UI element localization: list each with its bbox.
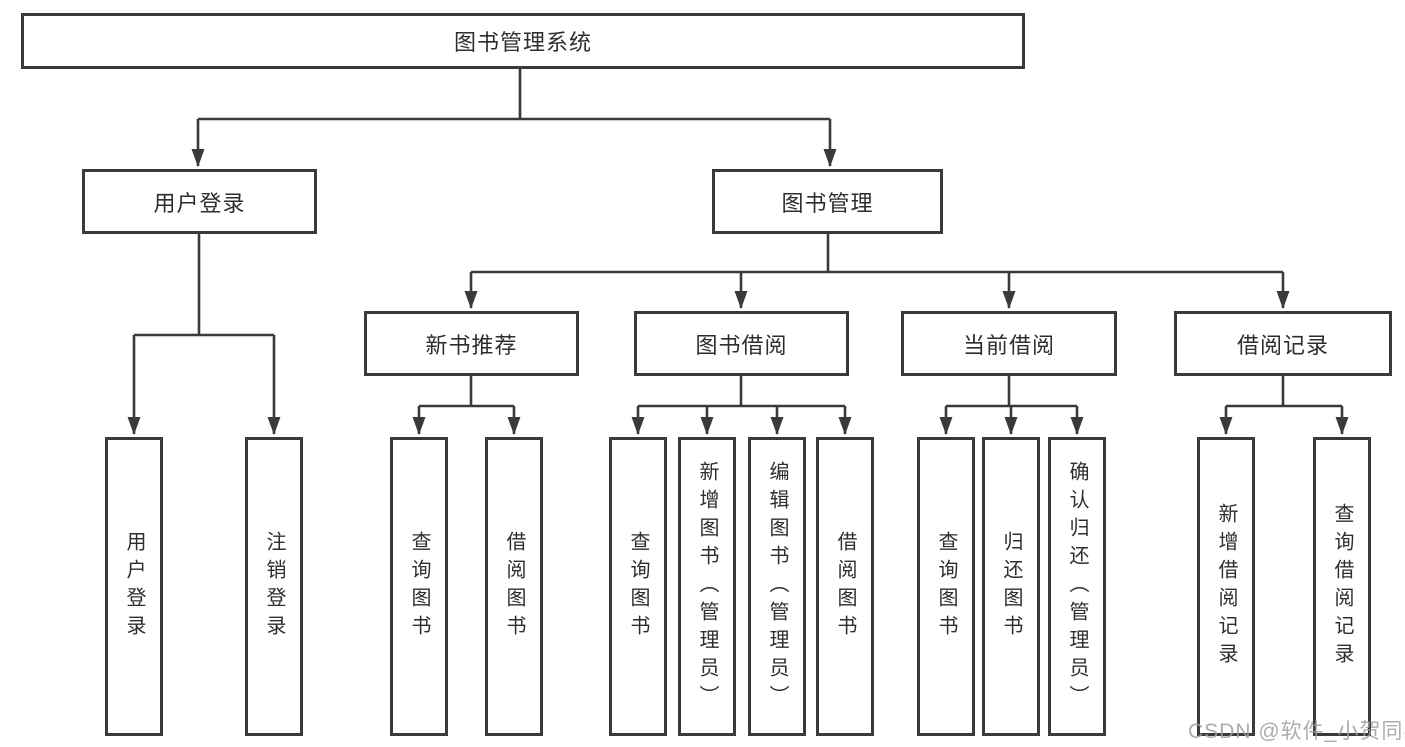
leaf-query-books-recommend: 查询图书 (390, 437, 448, 736)
leaf-query-books-borrow: 查询图书 (609, 437, 667, 736)
node-user-login-label: 用户登录 (153, 190, 246, 216)
node-borrow-records: 借阅记录 (1174, 311, 1392, 376)
leaf-query-borrow-record-label: 查询借阅记录 (1331, 502, 1353, 671)
node-root: 图书管理系统 (21, 13, 1025, 69)
leaf-edit-book-admin-label: 编辑图书（管理员） (766, 460, 788, 713)
leaf-return-book: 归还图书 (982, 437, 1040, 736)
leaf-confirm-return-admin-label: 确认归还（管理员） (1066, 460, 1088, 713)
leaf-user-login: 用户登录 (105, 437, 163, 736)
node-root-label: 图书管理系统 (453, 30, 592, 55)
node-borrow-records-label: 借阅记录 (1236, 332, 1329, 358)
node-book-borrow-label: 图书借阅 (695, 332, 788, 358)
leaf-confirm-return-admin: 确认归还（管理员） (1048, 437, 1106, 736)
leaf-logout-label: 注销登录 (263, 530, 285, 643)
node-new-book-recommend-label: 新书推荐 (425, 332, 518, 358)
leaf-add-borrow-record-label: 新增借阅记录 (1215, 502, 1237, 671)
leaf-query-books-borrow-label: 查询图书 (627, 530, 649, 643)
leaf-query-borrow-record: 查询借阅记录 (1313, 437, 1371, 736)
leaf-query-books-current-label: 查询图书 (935, 530, 957, 643)
leaf-query-books-recommend-label: 查询图书 (408, 530, 430, 643)
leaf-borrow-books-2: 借阅图书 (816, 437, 874, 736)
leaf-edit-book-admin: 编辑图书（管理员） (748, 437, 806, 736)
leaf-add-book-admin: 新增图书（管理员） (678, 437, 736, 736)
leaf-return-book-label: 归还图书 (1000, 530, 1022, 643)
node-current-borrow: 当前借阅 (901, 311, 1117, 376)
leaf-add-borrow-record: 新增借阅记录 (1197, 437, 1255, 736)
leaf-add-book-admin-label: 新增图书（管理员） (696, 460, 718, 713)
leaf-borrow-books-recommend: 借阅图书 (485, 437, 543, 736)
node-book-management-label: 图书管理 (781, 190, 874, 216)
node-book-borrow: 图书借阅 (634, 311, 849, 376)
node-current-borrow-label: 当前借阅 (962, 332, 1055, 358)
leaf-user-login-label: 用户登录 (123, 530, 145, 643)
csdn-watermark: CSDN @软件_小贺同学 (1188, 720, 1405, 743)
node-user-login: 用户登录 (82, 169, 317, 234)
leaf-borrow-books-recommend-label: 借阅图书 (503, 530, 525, 643)
leaf-query-books-current: 查询图书 (917, 437, 975, 736)
leaf-borrow-books-2-label: 借阅图书 (834, 530, 856, 643)
node-new-book-recommend: 新书推荐 (364, 311, 579, 376)
node-book-management: 图书管理 (712, 169, 943, 234)
leaf-logout: 注销登录 (245, 437, 303, 736)
